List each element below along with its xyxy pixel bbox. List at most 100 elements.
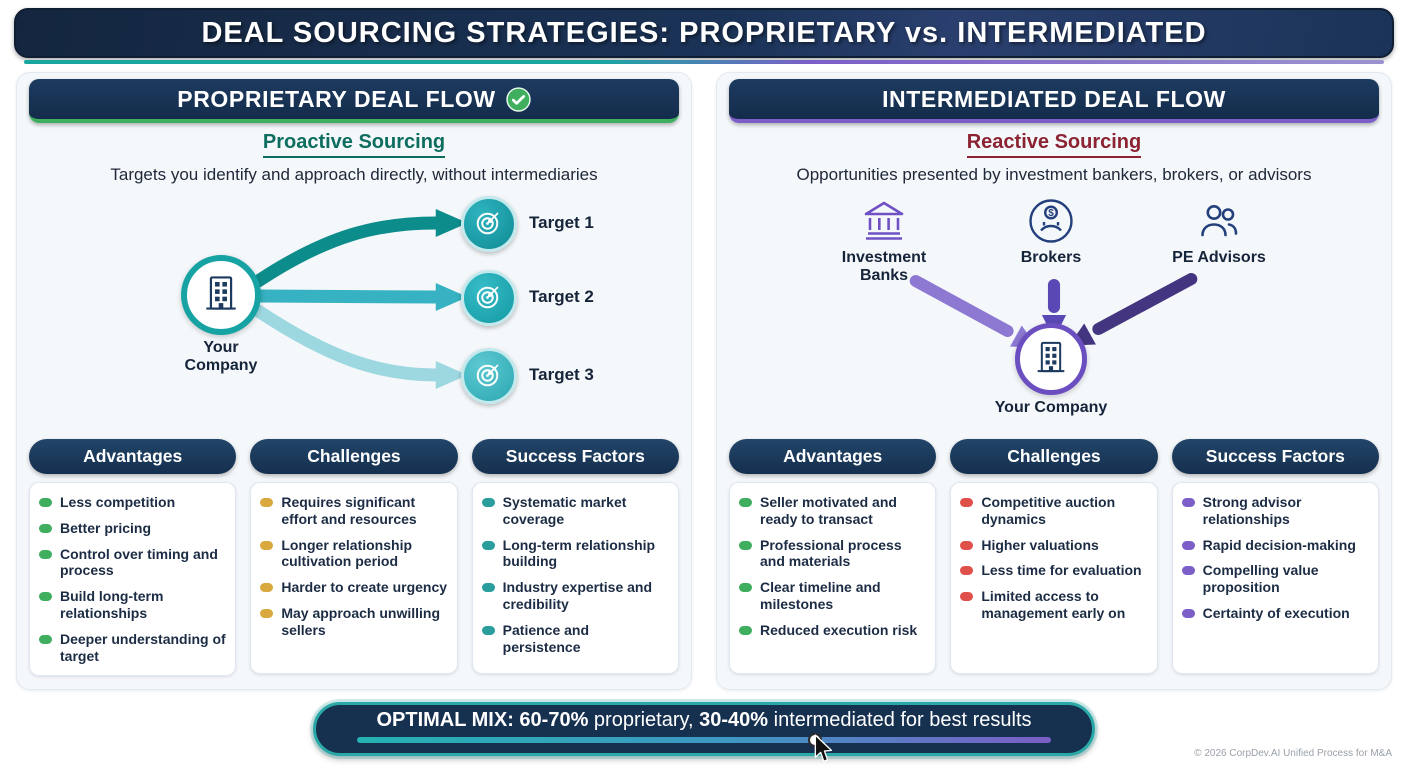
- bullet-dot: [260, 583, 274, 593]
- bullet-dot: [260, 498, 274, 507]
- target-icon: [471, 356, 507, 397]
- intermediated-description: Opportunities presented by investment ba…: [796, 165, 1312, 184]
- success-factors-header: Success Factors: [471, 439, 679, 474]
- intermediated-arrows: [909, 273, 1198, 348]
- success-factors-header: Success Factors: [1171, 439, 1379, 474]
- mouse-cursor-icon: [814, 734, 833, 762]
- bullet-dot: [1181, 498, 1195, 507]
- advantages-header: Advantages: [729, 439, 937, 474]
- proprietary-panel: PROPRIETARY DEAL FLOW Proactive Sourcing…: [16, 72, 692, 690]
- optimal-mix-text: OPTIMAL MIX: 60-70% proprietary, 30-40% …: [376, 709, 1032, 731]
- bullet-dot: [960, 592, 974, 602]
- list-item: Long-term relationship building: [481, 537, 669, 571]
- intermediated-subtitle: Reactive Sourcing: [966, 131, 1142, 158]
- bullet-dot: [739, 625, 752, 635]
- list-item: Competitive auction dynamics: [960, 494, 1147, 528]
- bullet-dot: [1181, 566, 1195, 576]
- intermediated-panel: INTERMEDIATED DEAL FLOW Reactive Sourcin…: [716, 72, 1392, 690]
- mix-slider[interactable]: [357, 733, 1051, 747]
- list-item: Deeper understanding of target: [39, 631, 226, 665]
- bullet-dot: [1181, 540, 1195, 550]
- brokers-label: Brokers: [1020, 249, 1082, 266]
- check-circle-icon: [506, 86, 531, 112]
- challenges-header: Challenges: [950, 439, 1158, 474]
- bullet-dot: [481, 625, 495, 635]
- list-item: Clear timeline and milestones: [739, 579, 926, 613]
- list-item: Rapid decision-making: [1181, 537, 1369, 554]
- list-item: Control over timing and process: [39, 546, 226, 580]
- proprietary-description: Targets you identify and approach direct…: [110, 165, 598, 184]
- proprietary-advantages-column: Advantages Less competition Better prici…: [29, 439, 237, 677]
- list-item: Limited access to management early on: [960, 588, 1147, 622]
- target-1-label: Target 1: [529, 213, 594, 232]
- header-accent-line: [24, 60, 1384, 64]
- intermediated-advantages-column: Advantages Seller motivated and ready to…: [729, 439, 937, 674]
- brokers-source: $ Brokers: [981, 197, 1121, 267]
- target-2-label: Target 2: [529, 287, 594, 306]
- pe-advisors-label: PE Advisors: [1172, 249, 1266, 266]
- list-item: Requires significant effort and resource…: [260, 494, 447, 528]
- target-3-node: [461, 348, 517, 404]
- investment-banks-label: Investment Banks: [841, 249, 927, 284]
- bullet-dot: [260, 608, 274, 618]
- advantages-header: Advantages: [29, 439, 237, 474]
- proprietary-flow-diagram: Your Company: [29, 189, 679, 435]
- proprietary-panel-header: PROPRIETARY DEAL FLOW: [29, 79, 679, 123]
- list-item: Patience and persistence: [481, 622, 669, 656]
- bullet-dot: [739, 583, 752, 593]
- bullet-dot: [39, 592, 52, 602]
- list-item: Industry expertise and credibility: [481, 579, 669, 613]
- bullet-dot: [960, 540, 974, 550]
- list-item: Harder to create urgency: [260, 579, 447, 596]
- intermediated-panel-header: INTERMEDIATED DEAL FLOW: [729, 79, 1379, 123]
- target-2-node: [461, 270, 517, 326]
- intermediated-panel-title: INTERMEDIATED DEAL FLOW: [882, 85, 1226, 112]
- list-item: Build long-term relationships: [39, 588, 226, 622]
- pe-advisors-source: PE Advisors: [1149, 197, 1289, 267]
- challenges-header: Challenges: [250, 439, 458, 474]
- your-company-node: [181, 255, 261, 335]
- your-company-label: Your Company: [994, 399, 1108, 416]
- your-company-node: [1015, 323, 1087, 395]
- list-item: Better pricing: [39, 520, 226, 537]
- copyright-text: © 2026 CorpDev.AI Unified Process for M&…: [1194, 748, 1392, 759]
- list-item: Systematic market coverage: [481, 494, 669, 528]
- bullet-dot: [481, 583, 495, 593]
- target-icon: [471, 204, 507, 245]
- optimal-mix-banner: OPTIMAL MIX: 60-70% proprietary, 30-40% …: [313, 702, 1095, 756]
- bank-icon: [860, 197, 908, 245]
- investment-banks-source: Investment Banks: [814, 197, 954, 285]
- list-item: Less competition: [39, 494, 226, 511]
- svg-text:$: $: [1048, 208, 1054, 219]
- proprietary-success-factors-column: Success Factors Systematic market covera…: [471, 439, 679, 676]
- bullet-dot: [481, 498, 495, 507]
- target-icon: [471, 278, 507, 319]
- list-item: Certainty of execution: [1181, 605, 1369, 622]
- bullet-dot: [481, 540, 495, 550]
- proprietary-subtitle: Proactive Sourcing: [262, 131, 446, 158]
- intermediated-challenges-column: Challenges Competitive auction dynamics …: [950, 439, 1158, 674]
- list-item: Strong advisor relationships: [1181, 494, 1369, 528]
- list-item: Compelling value proposition: [1181, 562, 1369, 596]
- bullet-dot: [1181, 608, 1195, 618]
- intermediated-success-factors-column: Success Factors Strong advisor relations…: [1171, 439, 1379, 674]
- list-item: Professional process and materials: [739, 537, 926, 571]
- page-title: DEAL SOURCING STRATEGIES: PROPRIETARY vs…: [201, 16, 1207, 49]
- intermediated-flow-diagram: Investment Banks $: [729, 189, 1379, 435]
- money-hand-icon: $: [1027, 197, 1075, 245]
- list-item: Reduced execution risk: [739, 622, 926, 639]
- main-title-banner: DEAL SOURCING STRATEGIES: PROPRIETARY vs…: [14, 8, 1394, 58]
- list-item: Higher valuations: [960, 537, 1147, 554]
- bullet-dot: [960, 566, 974, 576]
- bullet-dot: [739, 498, 752, 507]
- bullet-dot: [260, 540, 274, 550]
- mix-slider-track[interactable]: [357, 737, 1051, 743]
- list-item: May approach unwilling sellers: [260, 605, 447, 639]
- target-3-label: Target 3: [529, 365, 594, 384]
- target-1-node: [461, 196, 517, 252]
- people-icon: [1195, 197, 1243, 245]
- list-item: Longer relationship cultivation period: [260, 537, 447, 571]
- list-item: Less time for evaluation: [960, 562, 1147, 579]
- your-company-label: Your Company: [184, 339, 258, 375]
- bullet-dot: [739, 540, 752, 550]
